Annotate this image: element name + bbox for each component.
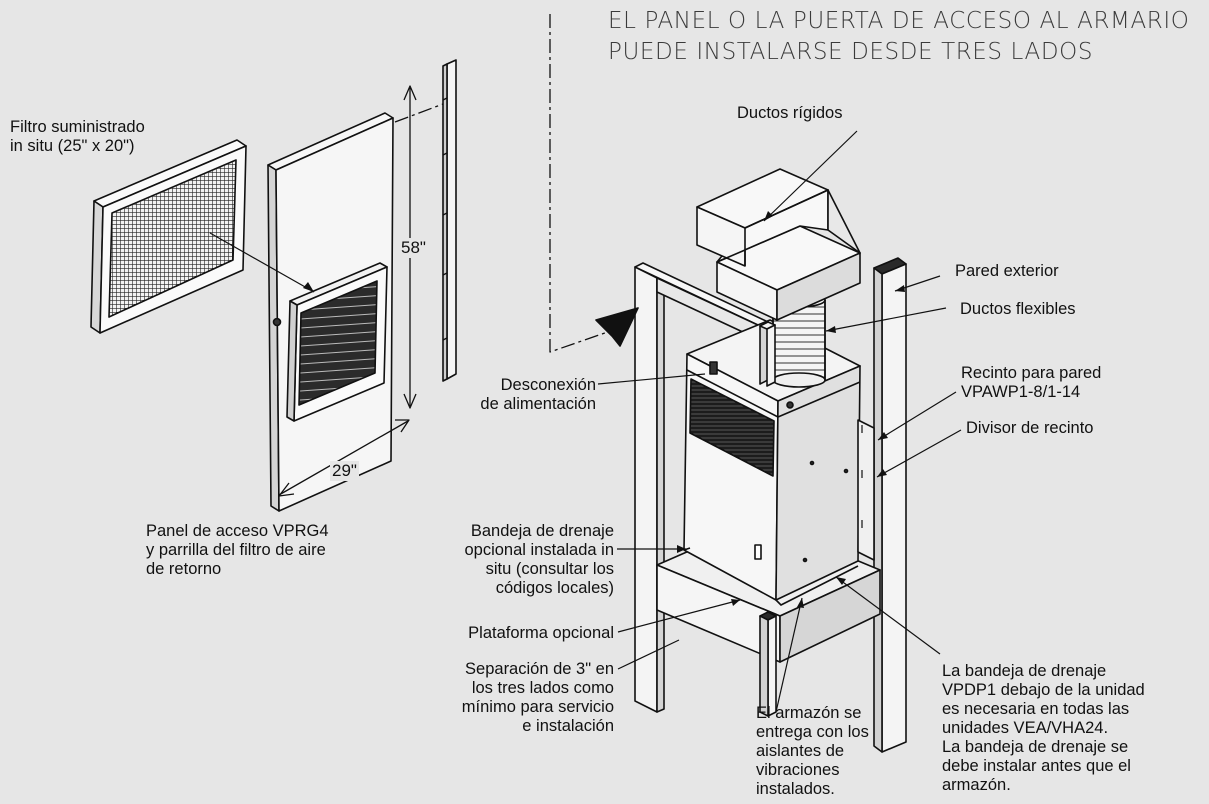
diagram-title: EL PANEL O LA PUERTA DE ACCESO AL ARMARI…	[608, 6, 1189, 68]
label-filter: Filtro suministrado in situ (25" x 20")	[10, 118, 145, 156]
label-clearance: Separación de 3" en los tres lados como …	[420, 660, 614, 736]
label-drain-pan-optional: Bandeja de drenaje opcional instalada in…	[430, 522, 614, 598]
label-drain-pan-required-line-3: es necesaria en todas las	[942, 700, 1130, 718]
label-drain-pan-optional-line-3: situ (consultar los	[485, 560, 614, 578]
label-power-disconnect-line-1: Desconexión	[500, 376, 596, 394]
label-access-panel-line-1: Panel de acceso VPRG4	[146, 522, 329, 540]
hvac-unit-drawing	[683, 319, 861, 606]
label-frame: El armazón se entrega con los aislantes …	[756, 704, 869, 799]
label-wall-enclosure: Recinto para pared VPAWP1-8/1-14	[961, 364, 1101, 402]
access-direction-arrow	[595, 307, 639, 347]
label-clearance-line-3: mínimo para servicio	[461, 698, 614, 716]
label-frame-line-5: instalados.	[756, 780, 835, 798]
label-drain-pan-required-line-4: unidades VEA/VHA24.	[942, 719, 1109, 737]
label-frame-line-2: entrega con los	[756, 723, 869, 741]
label-filter-line-1: Filtro suministrado	[10, 118, 145, 136]
dimension-height-58: 58"	[399, 238, 428, 258]
label-wall-enclosure-line-1: Recinto para pared	[961, 364, 1102, 382]
dimension-width-29: 29"	[330, 461, 359, 481]
side-bracket-drawing	[857, 419, 875, 561]
label-drain-pan-required-line-7: armazón.	[942, 776, 1011, 794]
label-platform: Plataforma opcional	[468, 624, 614, 642]
label-frame-line-3: aislantes de	[756, 742, 845, 760]
label-wall-enclosure-line-2: VPAWP1-8/1-14	[961, 383, 1081, 401]
label-clearance-line-4: e instalación	[522, 717, 614, 735]
enclosure-divider-drawing	[442, 59, 457, 382]
label-frame-line-4: vibraciones	[756, 761, 840, 779]
label-drain-pan-required-line-5: La bandeja de drenaje se	[942, 738, 1129, 756]
front-post-drawing	[759, 321, 777, 717]
title-line-1: EL PANEL O LA PUERTA DE ACCESO AL ARMARI…	[608, 8, 1190, 34]
filter-drawing	[90, 139, 247, 334]
label-drain-pan-optional-line-1: Bandeja de drenaje	[470, 522, 614, 540]
label-power-disconnect-line-2: de alimentación	[480, 395, 596, 413]
label-clearance-line-2: los tres lados como	[471, 679, 614, 697]
title-line-2: PUEDE INSTALARSE DESDE TRES LADOS	[608, 39, 1094, 65]
label-drain-pan-required: La bandeja de drenaje VPDP1 debajo de la…	[942, 662, 1145, 795]
alignment-lines	[394, 14, 626, 353]
label-frame-line-1: El armazón se	[756, 704, 862, 722]
label-filter-line-2: in situ (25" x 20")	[10, 137, 135, 155]
label-rigid-ducts: Ductos rígidos	[737, 104, 843, 122]
label-drain-pan-required-line-6: debe instalar antes que el	[942, 757, 1131, 775]
label-exterior-wall: Pared exterior	[955, 262, 1059, 280]
access-panel-drawing	[267, 112, 394, 512]
label-enclosure-divider: Divisor de recinto	[966, 419, 1094, 437]
label-clearance-line-1: Separación de 3" en	[465, 660, 614, 678]
label-flexible-ducts: Ductos flexibles	[960, 300, 1076, 318]
label-access-panel-line-2: y parrilla del filtro de aire	[146, 541, 326, 559]
leader-lines	[209, 130, 962, 713]
label-drain-pan-required-line-2: VPDP1 debajo de la unidad	[942, 681, 1145, 699]
rigid-duct-drawing	[696, 168, 861, 321]
label-drain-pan-optional-line-4: códigos locales)	[495, 579, 614, 597]
label-power-disconnect: Desconexión de alimentación	[472, 376, 596, 414]
label-drain-pan-optional-line-2: opcional instalada in	[464, 541, 614, 559]
label-drain-pan-required-line-1: La bandeja de drenaje	[942, 662, 1107, 680]
label-access-panel: Panel de acceso VPRG4 y parrilla del fil…	[146, 522, 329, 579]
label-access-panel-line-3: de retorno	[146, 560, 222, 578]
